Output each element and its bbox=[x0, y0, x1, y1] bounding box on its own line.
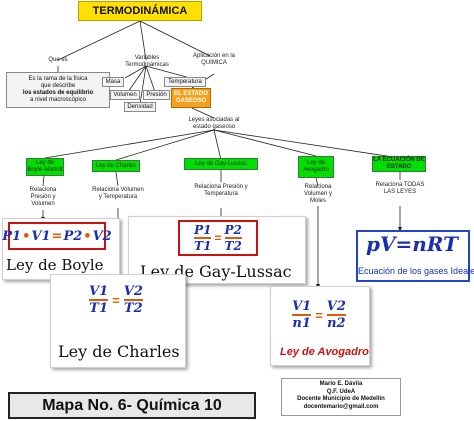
gay-lussac-den-2: T2 bbox=[224, 239, 242, 253]
card-ecuacion-estado bbox=[356, 230, 470, 282]
credits-line-3: Docente Municipio de Medellín bbox=[297, 396, 385, 402]
boyle-dot-2: • bbox=[83, 228, 92, 244]
boyle-equals: = bbox=[51, 228, 63, 244]
boyle-dot-1: • bbox=[22, 228, 31, 244]
variable-temperatura: Temperatura bbox=[164, 77, 206, 87]
card-charles bbox=[50, 274, 186, 368]
equation-estado: pV=nRT bbox=[366, 232, 458, 256]
boyle-v2: V2 bbox=[92, 228, 112, 244]
boyle-p2: P2 bbox=[63, 228, 83, 244]
law-boyle: Ley de Boyle-Mariott bbox=[26, 158, 64, 176]
definition-line-3: los estados de equilibrio bbox=[22, 90, 94, 96]
charles-den-2: T2 bbox=[124, 301, 143, 316]
gay-lussac-num-1: P1 bbox=[194, 223, 212, 239]
caption-estado: Ecuación de los gases Ideales bbox=[358, 266, 474, 276]
leyes-asociadas-label: Leyes asociadas al estado gaseoso bbox=[188, 117, 240, 130]
variable-presion: Presión bbox=[143, 90, 170, 100]
variable-densidad: Densidad bbox=[124, 102, 156, 112]
relation-avogadro: Relaciona Volumen y Moles bbox=[303, 184, 333, 204]
boyle-v1: V1 bbox=[31, 228, 51, 244]
gay-lussac-den-1: T1 bbox=[194, 239, 212, 253]
gay-lussac-equals: = bbox=[214, 231, 222, 245]
avogadro-den-1: n1 bbox=[292, 316, 311, 331]
relation-gay-lussac: Relaciona Presión y Temperatura bbox=[194, 184, 248, 197]
estado-gaseoso-box: EL ESTADO GASEOSO bbox=[171, 88, 211, 108]
law-gay-lussac: Ley de Gay-Lussac bbox=[184, 158, 258, 170]
definition-line-2: que describe bbox=[40, 83, 76, 89]
avogadro-num-1: V1 bbox=[292, 299, 312, 316]
card-avogadro bbox=[270, 286, 370, 366]
credits-line-2: Q.F. UdeA bbox=[326, 388, 356, 395]
equation-boyle: P1•V1=P2•V2 bbox=[2, 222, 112, 250]
relation-boyle: Relaciona Presión y Volumen bbox=[29, 187, 57, 207]
gay-lussac-num-2: P2 bbox=[224, 223, 242, 239]
caption-charles: Ley de Charles bbox=[58, 342, 180, 361]
credits-line-1: Mario E. Dávila bbox=[319, 381, 363, 387]
avogadro-equals: = bbox=[315, 307, 323, 323]
relation-charles: Relaciona Volumen y Temperatura bbox=[92, 187, 144, 200]
law-avogadro: Ley de Avogadro bbox=[298, 156, 334, 178]
law-charles: Ley de Charles bbox=[92, 160, 140, 172]
charles-num-1: V1 bbox=[89, 284, 109, 301]
avogadro-num-2: V2 bbox=[326, 299, 346, 316]
title-termodinamica: TERMODINÁMICA bbox=[78, 1, 202, 21]
footer-map-title: Mapa No. 6- Química 10 bbox=[8, 392, 256, 419]
variable-masa: Masa bbox=[102, 77, 124, 87]
branch-aplicacion: Aplicación en la QUIMICA bbox=[192, 53, 236, 66]
credits-line-4: docentemario@gmail.com bbox=[303, 403, 379, 410]
branch-variables: Variables Termodinámicas bbox=[125, 55, 169, 68]
definition-line-4: a nivel macroscópico bbox=[29, 97, 87, 103]
variable-volumen: Volumen bbox=[110, 90, 140, 100]
card-gay-lussac bbox=[128, 216, 306, 284]
definition-line-1: Es la rama de la física bbox=[28, 76, 88, 82]
charles-equals: = bbox=[112, 292, 120, 308]
relation-estado: Relaciona TODAS LAS LEYES bbox=[375, 182, 425, 195]
boyle-p1: P1 bbox=[2, 228, 22, 244]
charles-num-2: V2 bbox=[123, 284, 143, 301]
avogadro-den-2: n2 bbox=[327, 316, 346, 331]
caption-avogadro: Ley de Avogadro bbox=[280, 346, 369, 358]
definition-box: Es la rama de la física que describe los… bbox=[6, 72, 110, 108]
branch-que-es: Que es bbox=[48, 57, 68, 63]
law-ecuacion-estado: LA ECUACIÓN DE ESTADO bbox=[372, 156, 426, 172]
charles-den-1: T1 bbox=[89, 301, 108, 316]
credits-box: Mario E. Dávila Q.F. UdeA Docente Munici… bbox=[281, 378, 401, 416]
caption-boyle: Ley de Boyle bbox=[6, 256, 104, 274]
